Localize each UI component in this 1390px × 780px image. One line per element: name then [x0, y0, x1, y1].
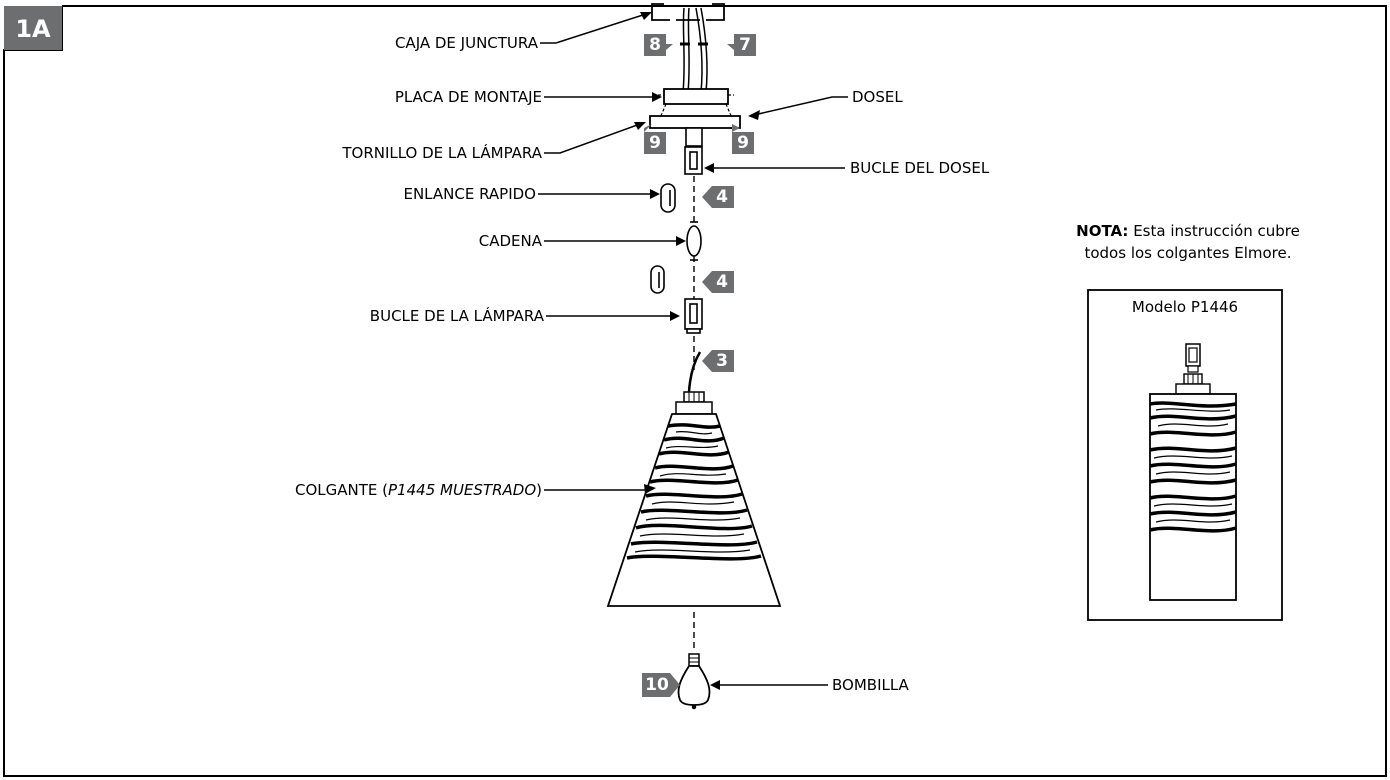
label-mounting-plate: PLACA DE MONTAJE	[394, 88, 542, 106]
label-pendant-suffix: )	[536, 481, 542, 499]
model-box-title: Modelo P1446	[1131, 298, 1239, 316]
model-p1446-streaks	[1153, 408, 1233, 523]
fixture-loop-drawing	[684, 298, 703, 334]
canopy-drawing	[649, 103, 741, 147]
step-badge-shapes	[642, 34, 756, 697]
leader-lines	[538, 13, 848, 686]
step-badge-10: 10	[645, 675, 669, 695]
label-chain: CADENA	[478, 232, 542, 250]
wires-drawing	[680, 7, 708, 93]
mounting-plate-drawing	[658, 88, 734, 105]
step-badge-9-left: 9	[649, 133, 661, 153]
step-badge-3: 3	[716, 351, 728, 371]
model-p1446-stripes	[1149, 401, 1237, 533]
label-fixture-screw: TORNILLO DE LA LÁMPARA	[342, 144, 542, 162]
pendant-shade-stripes	[626, 423, 762, 561]
quick-link-bottom-drawing	[650, 265, 665, 294]
chain-link-drawing	[686, 221, 702, 261]
step-badge-8: 8	[649, 35, 661, 55]
quick-link-top-drawing	[660, 183, 676, 213]
step-badge-4-bottom: 4	[716, 272, 728, 292]
label-pendant-prefix: COLGANTE (	[295, 481, 389, 499]
step-badge-7: 7	[739, 35, 751, 55]
bulb-drawing	[677, 653, 711, 710]
label-fixture-loop: BUCLE DE LA LÁMPARA	[369, 307, 544, 325]
pendant-shade-streaks	[634, 430, 751, 553]
label-quick-link: ENLANCE RAPIDO	[403, 185, 536, 203]
canopy-loop-drawing	[684, 146, 703, 175]
figure-tag-bg	[4, 6, 62, 50]
note-text-1: Esta instrucción cubre	[1128, 222, 1300, 240]
note-bold: NOTA:	[1076, 222, 1129, 240]
step-badge-9-right: 9	[737, 133, 749, 153]
label-junction-box: CAJA DE JUNCTURA	[394, 34, 538, 52]
note-line-2: todos los colgantes Elmore.	[1084, 244, 1292, 262]
pendant-cord-drawing	[687, 351, 702, 393]
label-bulb: BOMBILLA	[832, 676, 909, 694]
label-pendant-model: P1445 MUESTRADO	[388, 481, 537, 499]
note-line-1: NOTA: Esta instrucción cubre	[1076, 221, 1300, 241]
label-canopy: DOSEL	[852, 88, 903, 106]
label-pendant: COLGANTE (P1445 MUESTRADO)	[295, 481, 542, 499]
step-badge-4-top: 4	[716, 187, 728, 207]
label-canopy-loop: BUCLE DEL DOSEL	[850, 159, 990, 177]
leader-arrowheads	[634, 12, 760, 690]
figure-tag: 1A	[15, 15, 51, 43]
